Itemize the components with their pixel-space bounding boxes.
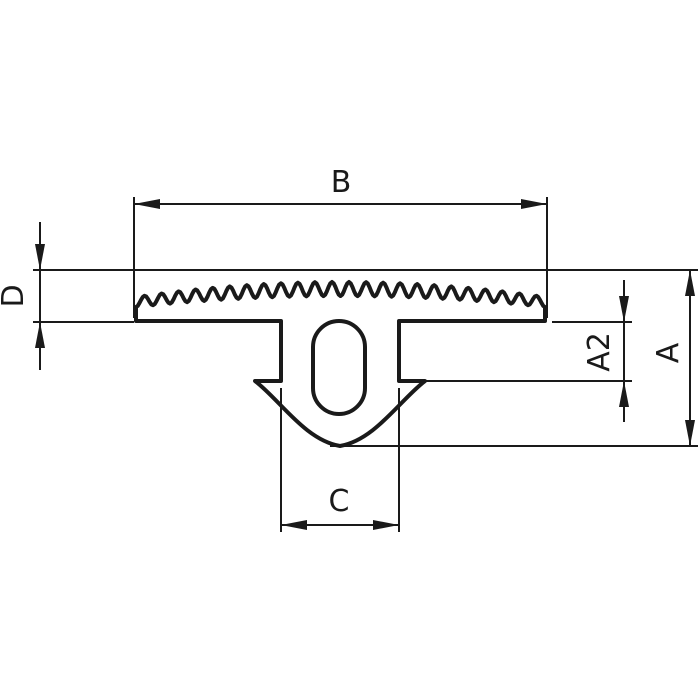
arrowhead-d-bottom	[35, 322, 45, 348]
dimension-label-a2: A2	[582, 332, 617, 372]
dimension-label-c: C	[329, 484, 350, 519]
arrowhead-a-bottom	[685, 420, 695, 446]
arrowhead-a-top	[685, 270, 695, 296]
dimension-label-d: D	[0, 284, 31, 307]
dimension-label-a: A	[651, 342, 686, 363]
extension-lines	[33, 197, 698, 532]
arrowhead-d-top	[35, 244, 45, 270]
wavy-top-surface	[134, 280, 547, 309]
profile-outline	[134, 280, 547, 448]
dimension-d: D	[0, 222, 45, 370]
arrowhead-a2-top	[619, 296, 629, 322]
arrowhead-c-left	[281, 520, 307, 530]
dimension-a2: A2	[582, 280, 629, 422]
arrowhead-b-right	[521, 199, 547, 209]
dimension-label-b: B	[331, 165, 352, 200]
profile-body-outline	[134, 306, 547, 448]
arrowhead-a2-bottom	[619, 381, 629, 407]
dimension-b: B	[134, 165, 547, 209]
arrowhead-b-left	[134, 199, 160, 209]
dimension-c: C	[281, 484, 399, 530]
oval-slot	[311, 319, 367, 416]
arrowhead-c-right	[373, 520, 399, 530]
dimension-a: A	[651, 270, 695, 446]
